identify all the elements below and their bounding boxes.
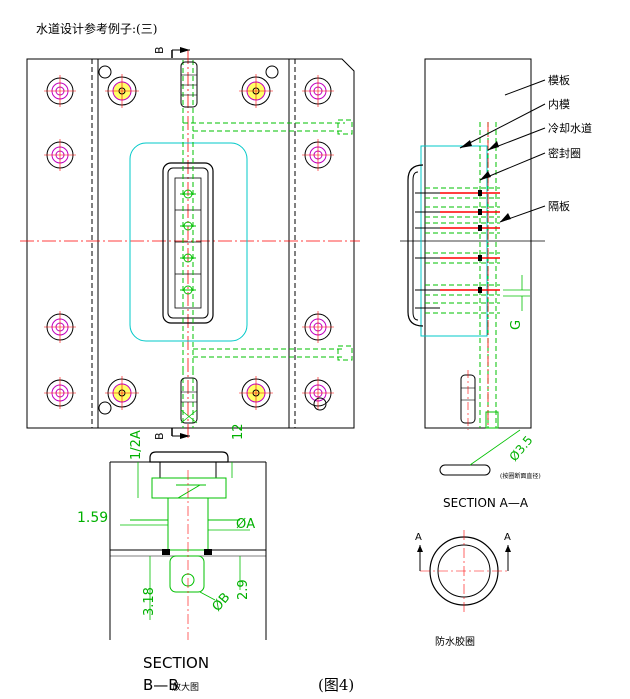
plan-bolts <box>44 75 334 409</box>
section-bb-suffix: 放大图 <box>172 681 199 693</box>
anti-water-ring-view: A A 防水胶圈 <box>415 530 511 648</box>
core-insert <box>162 162 214 324</box>
svg-text:A: A <box>415 532 422 543</box>
figure-number: (图4) <box>318 676 354 694</box>
dim-phi-a: ØA <box>236 517 255 532</box>
plan-guide-pins <box>105 74 273 410</box>
dim-phi-b: ØB <box>210 590 234 614</box>
drawing-title: 水道设计参考例子:(三) <box>36 21 157 36</box>
side-view: G 模板 内模 冷却水道 密封圈 隔板 <box>400 58 592 430</box>
dim-318: 3.18 <box>142 587 157 616</box>
plan-view: B B <box>20 46 360 440</box>
cut-line-b-bottom: B <box>153 428 190 440</box>
ring-note: (按圈断面直径) <box>500 472 541 480</box>
side-inner-mold <box>420 145 488 337</box>
svg-text:B: B <box>153 46 166 54</box>
svg-text:Ø3.5: Ø3.5 <box>507 433 536 464</box>
label-inner-mold: 内模 <box>548 97 570 111</box>
section-bb-title-1: SECTION <box>143 654 209 672</box>
side-leaders <box>459 79 546 223</box>
dim-29: 2.9 <box>236 579 251 600</box>
plan-outline <box>26 58 355 429</box>
side-outline <box>424 58 532 429</box>
dim-159: 1.59 <box>77 510 108 526</box>
dimension-g: G <box>503 275 530 330</box>
cut-line-b-top: B <box>153 46 190 58</box>
o-ring-detail: Ø3.5 (按圈断面直径) SECTION A—A <box>439 429 541 510</box>
cavity-outline <box>129 142 248 342</box>
svg-text:A: A <box>504 532 511 543</box>
label-mold-plate: 模板 <box>548 73 570 87</box>
svg-text:B: B <box>153 432 166 440</box>
section-bb-title-2: B—B <box>143 676 179 694</box>
side-baffle-holes <box>415 187 500 314</box>
plan-cooling-channels <box>182 60 353 428</box>
svg-text:G: G <box>509 320 524 330</box>
section-bb-detail: 1/2A 12 1.59 ØA 3.18 2.9 ØB SECTION B—B … <box>77 423 267 694</box>
label-anti-water-ring: 防水胶圈 <box>435 635 475 648</box>
label-cooling-channel: 冷却水道 <box>548 121 592 135</box>
label-baffle: 隔板 <box>548 199 570 213</box>
label-seal-ring: 密封圈 <box>548 146 581 160</box>
section-aa-title: SECTION A—A <box>443 496 529 510</box>
dim-twelve: 12 <box>231 423 246 440</box>
dim-half-a: 1/2A <box>129 430 144 460</box>
